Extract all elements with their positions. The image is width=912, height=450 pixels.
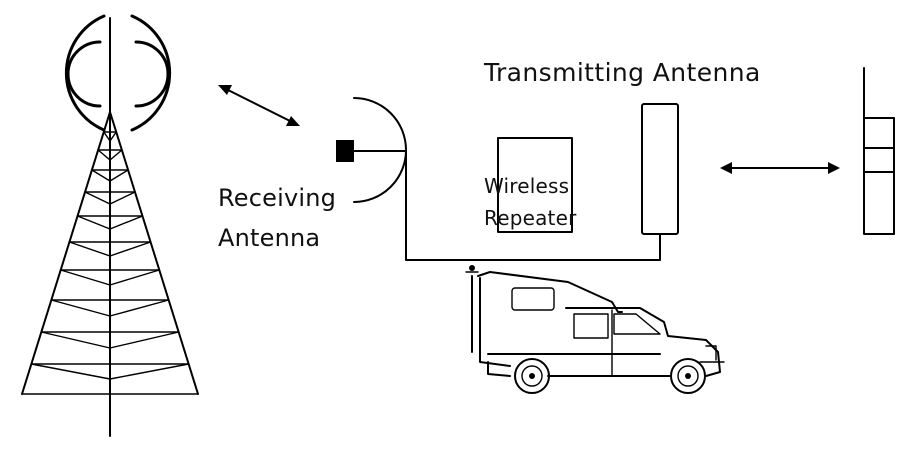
tower-brace	[40, 331, 180, 349]
wireless-repeater-box-icon	[497, 137, 573, 233]
tower-brace	[30, 363, 190, 380]
double-arrow-icon	[218, 85, 300, 126]
cell-tower-icon	[21, 111, 199, 437]
mobile-phone-icon	[863, 67, 895, 235]
transmitting-antenna-label: Transmitting Antenna	[484, 58, 761, 87]
tower-brace	[84, 191, 136, 205]
receiving-antenna-dish-icon	[336, 97, 407, 203]
tower-brace	[97, 149, 123, 161]
signal-waves-icon	[64, 14, 172, 132]
tower-brace	[91, 169, 129, 182]
wireless-repeater-label-line2: Repeater	[484, 206, 577, 230]
camper-truck-icon	[465, 265, 725, 394]
receiving-antenna-label-line1: Receiving	[218, 184, 337, 212]
tower-brace	[50, 299, 170, 317]
wireless-repeater-label-line1: Wireless	[484, 174, 570, 198]
cable-line	[405, 150, 661, 261]
receiving-antenna-label-line2: Antenna	[218, 224, 321, 252]
tower-brace	[103, 131, 117, 142]
transmitting-antenna-panel-icon	[641, 103, 679, 235]
tower-brace	[60, 269, 160, 286]
tower-brace	[68, 241, 152, 257]
double-arrow-icon	[720, 162, 840, 174]
tower-brace	[76, 215, 144, 230]
